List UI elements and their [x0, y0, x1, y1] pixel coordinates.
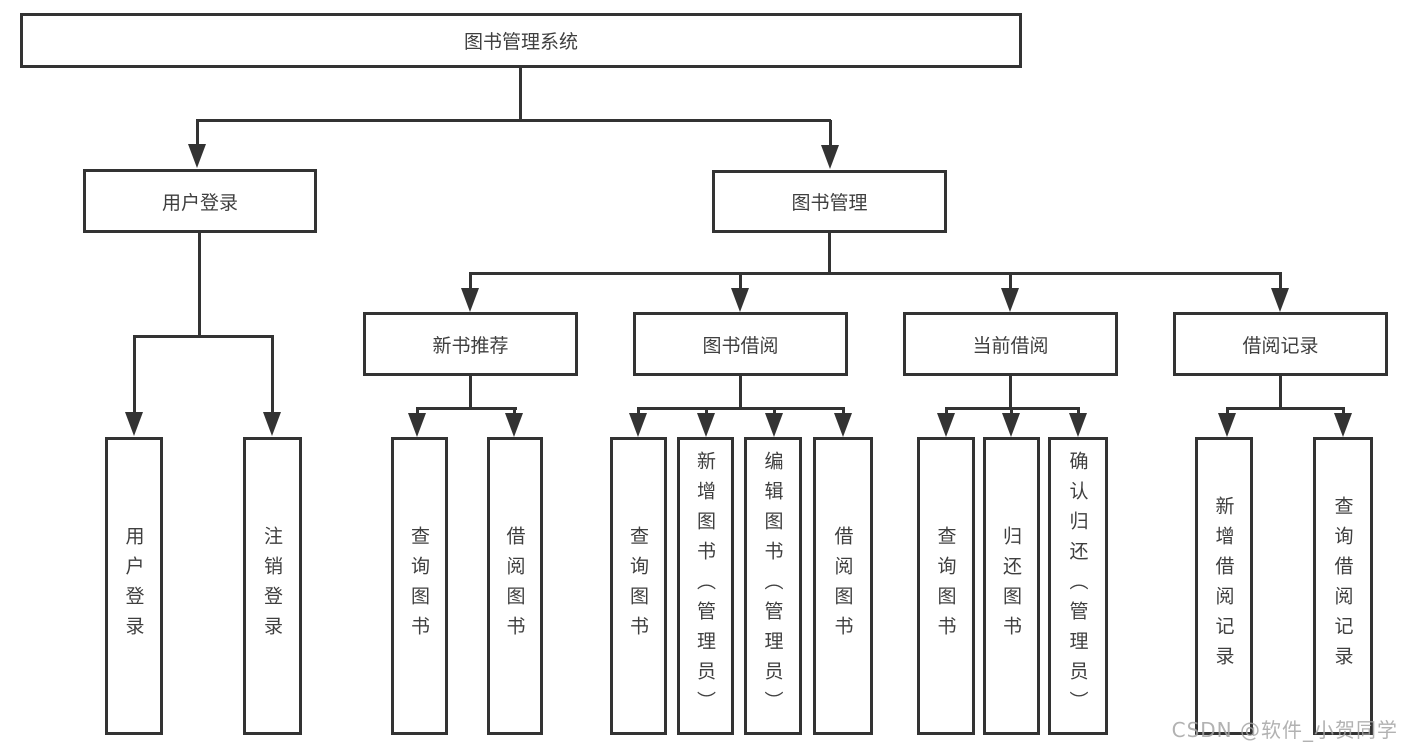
connector-root-bar [196, 119, 831, 122]
node-new-book-recommend-label: 新书推荐 [432, 334, 509, 357]
leaf-query-borrow-record-label: 查询借阅记录 [1331, 496, 1354, 676]
connector-stem [469, 376, 472, 410]
connector-arrow-line [739, 273, 742, 291]
connector-bar [416, 407, 517, 410]
leaf-borrow-book-label: 借阅图书 [831, 526, 854, 646]
connector-arrow-line [469, 273, 472, 291]
node-book-borrow-label: 图书借阅 [702, 334, 779, 357]
leaf-confirm-return-admin: 确认归还（管理员） [1048, 437, 1108, 735]
connector-stem [1009, 376, 1012, 410]
node-borrow-records-label: 借阅记录 [1242, 334, 1319, 357]
arrow-down-icon [461, 288, 479, 312]
csdn-watermark: CSDN @软件_小贺同学 [1171, 718, 1398, 742]
connector-arrow-line [271, 336, 274, 418]
leaf-query-book-borrow-label: 查询图书 [627, 526, 649, 646]
leaf-query-book-current-label: 查询图书 [934, 526, 957, 646]
connector-stem [1279, 376, 1282, 410]
leaf-query-book-current: 查询图书 [917, 437, 975, 735]
connector-arrow-line [133, 336, 136, 418]
arrow-down-icon [765, 413, 783, 437]
node-root-label: 图书管理系统 [463, 31, 578, 53]
node-book-management: 图书管理 [712, 170, 947, 233]
node-current-borrow-label: 当前借阅 [972, 334, 1049, 357]
connector-bar [637, 407, 845, 410]
arrow-down-icon [1218, 413, 1236, 437]
node-new-book-recommend: 新书推荐 [363, 312, 578, 376]
arrow-down-icon [1334, 413, 1352, 437]
arrow-down-icon [937, 413, 955, 437]
connector-arrow-line [1009, 273, 1012, 291]
connector-stem [739, 376, 742, 410]
leaf-return-book-label: 归还图书 [1000, 526, 1022, 646]
arrow-down-icon [697, 413, 715, 437]
leaf-return-book: 归还图书 [983, 437, 1040, 735]
node-borrow-records: 借阅记录 [1173, 312, 1388, 376]
leaf-edit-book-admin: 编辑图书（管理员） [744, 437, 802, 735]
arrow-down-icon [505, 413, 523, 437]
leaf-edit-book-admin-label: 编辑图书（管理员） [761, 451, 784, 721]
arrow-down-icon [1002, 413, 1020, 437]
connector-user-login-bar [133, 335, 274, 338]
connector-root-stem [519, 68, 522, 122]
arrow-down-icon [821, 145, 839, 169]
leaf-query-borrow-record: 查询借阅记录 [1313, 437, 1373, 735]
node-book-management-label: 图书管理 [791, 192, 868, 214]
arrow-down-icon [125, 412, 143, 436]
arrow-down-icon [1271, 288, 1289, 312]
connector-arrow-line [1279, 273, 1282, 291]
connector-book-mgmt-bar [469, 272, 1282, 275]
leaf-borrow-book-recommend-label: 借阅图书 [503, 526, 526, 646]
leaf-query-book-recommend: 查询图书 [391, 437, 448, 735]
arrow-down-icon [1069, 413, 1087, 437]
leaf-user-login: 用户登录 [105, 437, 163, 735]
arrow-down-icon [188, 144, 206, 168]
arrow-down-icon [731, 288, 749, 312]
arrow-down-icon [834, 413, 852, 437]
node-book-borrow: 图书借阅 [633, 312, 848, 376]
connector-bar [1226, 407, 1345, 410]
connector-user-login-stem [198, 233, 201, 338]
connector-book-mgmt-stem [828, 233, 831, 275]
leaf-add-borrow-record: 新增借阅记录 [1195, 437, 1253, 735]
leaf-logout-label: 注销登录 [261, 526, 283, 646]
node-user-login: 用户登录 [83, 169, 317, 233]
arrow-down-icon [1001, 288, 1019, 312]
connector-arrow-line [829, 120, 832, 150]
arrow-down-icon [263, 412, 281, 436]
leaf-user-login-label: 用户登录 [122, 526, 145, 646]
leaf-add-book-admin-label: 新增图书（管理员） [694, 451, 716, 721]
node-user-login-label: 用户登录 [161, 191, 238, 214]
leaf-query-book-recommend-label: 查询图书 [408, 526, 430, 646]
leaf-logout: 注销登录 [243, 437, 302, 735]
leaf-query-book-borrow: 查询图书 [610, 437, 667, 735]
node-current-borrow: 当前借阅 [903, 312, 1118, 376]
leaf-add-book-admin: 新增图书（管理员） [677, 437, 734, 735]
node-root: 图书管理系统 [20, 13, 1022, 68]
arrow-down-icon [629, 413, 647, 437]
leaf-borrow-book-recommend: 借阅图书 [487, 437, 543, 735]
arrow-down-icon [408, 413, 426, 437]
leaf-borrow-book: 借阅图书 [813, 437, 873, 735]
leaf-add-borrow-record-label: 新增借阅记录 [1212, 496, 1235, 676]
connector-arrow-line [196, 120, 199, 150]
leaf-confirm-return-admin-label: 确认归还（管理员） [1066, 451, 1089, 721]
